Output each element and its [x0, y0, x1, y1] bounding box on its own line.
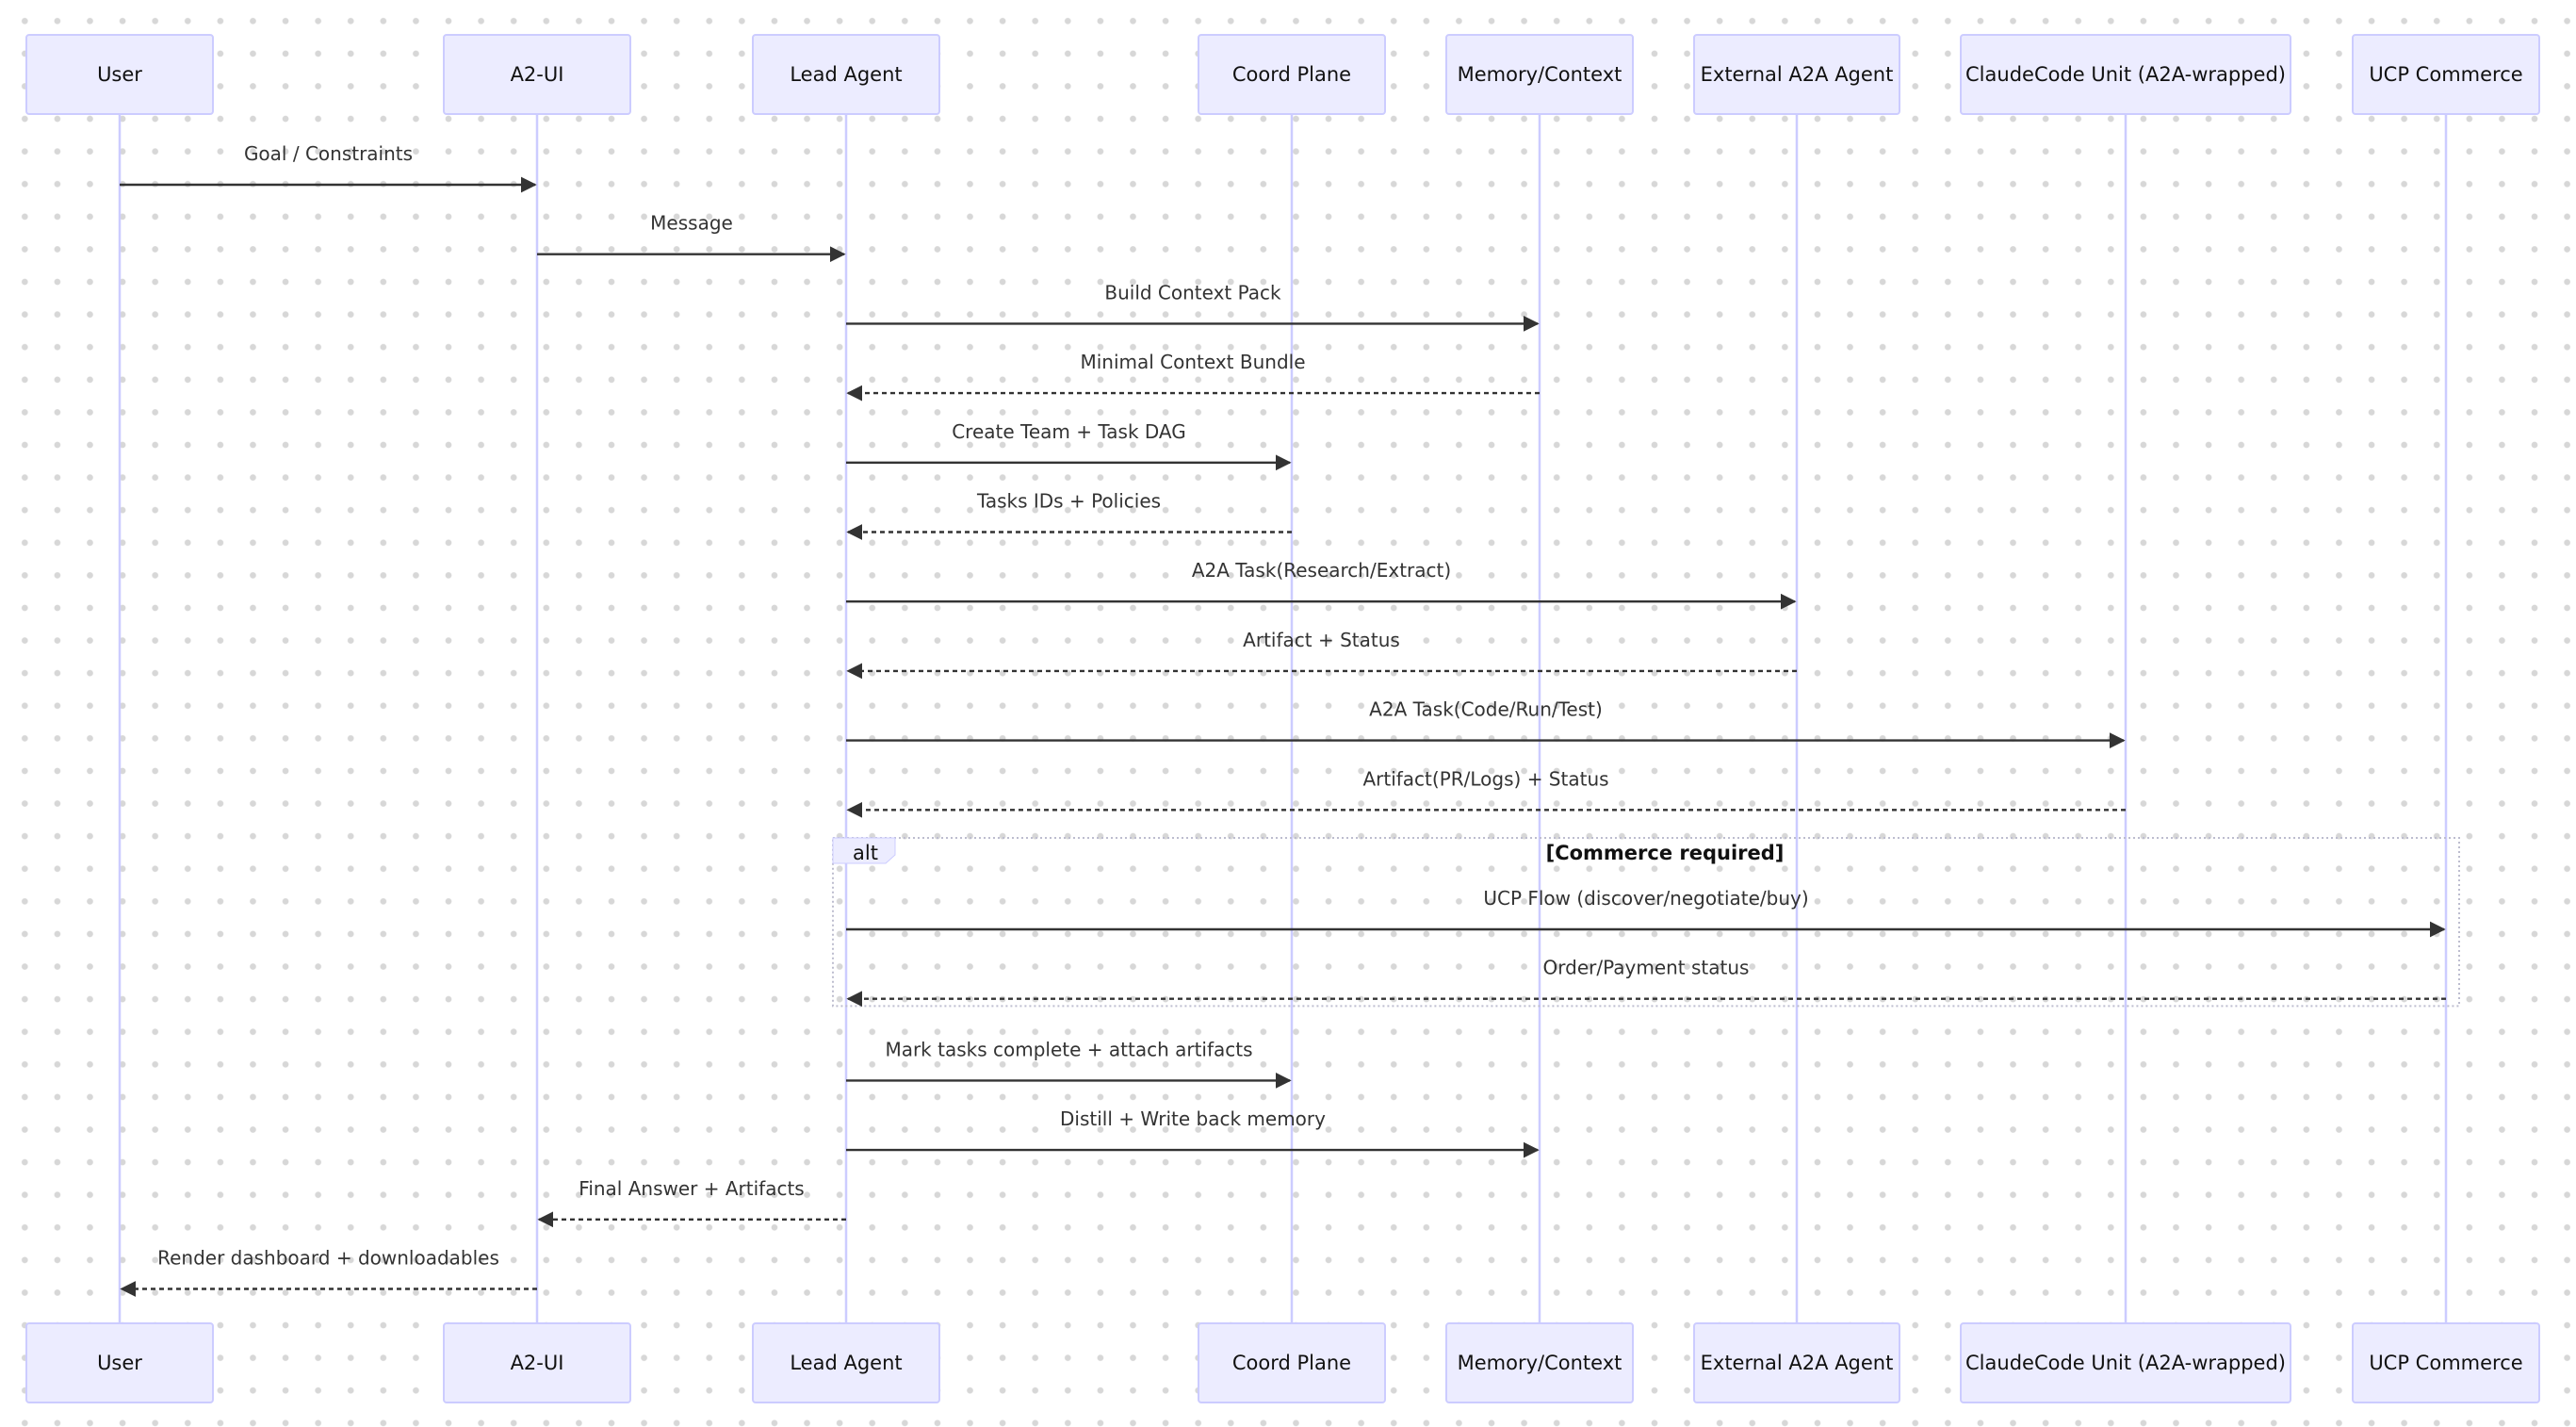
message-label: Mark tasks complete + attach artifacts	[885, 1038, 1252, 1060]
message-2: Build Context Pack	[846, 281, 1540, 332]
actor-box-ucp-top: UCP Commerce	[2352, 34, 2540, 115]
message-label: Goal / Constraints	[244, 142, 413, 165]
actor-label: Memory/Context	[1458, 1352, 1622, 1374]
actor-label: ClaudeCode Unit (A2A-wrapped)	[1965, 1352, 2286, 1374]
actor-label: A2-UI	[511, 63, 564, 86]
actor-box-lead-bottom: Lead Agent	[752, 1322, 940, 1403]
actor-label: User	[97, 63, 142, 86]
message-11: Order/Payment status	[846, 957, 2446, 1008]
message-12: Mark tasks complete + attach artifacts	[846, 1038, 1292, 1089]
message-label: A2A Task(Research/Extract)	[1192, 559, 1451, 582]
actor-label: A2-UI	[511, 1352, 564, 1374]
message-6: A2A Task(Research/Extract)	[846, 559, 1797, 610]
actor-box-claude-top: ClaudeCode Unit (A2A-wrapped)	[1960, 34, 2291, 115]
message-4: Create Team + Task DAG	[846, 420, 1292, 471]
message-9: Artifact(PR/Logs) + Status	[846, 767, 2126, 818]
message-label: Create Team + Task DAG	[952, 420, 1186, 443]
actor-box-user-top: User	[25, 34, 214, 115]
message-label: Artifact + Status	[1243, 629, 1400, 651]
actor-box-claude-bottom: ClaudeCode Unit (A2A-wrapped)	[1960, 1322, 2291, 1403]
message-1: Message	[537, 212, 846, 263]
alt-condition: [Commerce required]	[1546, 842, 1785, 864]
message-14: Final Answer + Artifacts	[537, 1177, 846, 1228]
actor-box-user-bottom: User	[25, 1322, 214, 1403]
message-label: Render dashboard + downloadables	[157, 1247, 499, 1270]
message-label: A2A Task(Code/Run/Test)	[1369, 698, 1603, 721]
actor-label: Coord Plane	[1232, 1352, 1351, 1374]
actor-label: Lead Agent	[790, 1352, 902, 1374]
message-0: Goal / Constraints	[120, 142, 537, 193]
actor-label: UCP Commerce	[2369, 63, 2522, 86]
actor-box-a2ui-bottom: A2-UI	[443, 1322, 631, 1403]
message-10: UCP Flow (discover/negotiate/buy)	[846, 887, 2446, 938]
actor-box-external-bottom: External A2A Agent	[1693, 1322, 1900, 1403]
actor-box-coord-bottom: Coord Plane	[1198, 1322, 1386, 1403]
alt-fragment: alt [Commerce required]	[832, 837, 2460, 1008]
message-label: Order/Payment status	[1543, 957, 1750, 979]
actor-label: External A2A Agent	[1701, 1352, 1894, 1374]
actor-box-a2ui-top: A2-UI	[443, 34, 631, 115]
actor-box-lead-top: Lead Agent	[752, 34, 940, 115]
actor-box-external-top: External A2A Agent	[1693, 34, 1900, 115]
actor-box-memory-top: Memory/Context	[1445, 34, 1634, 115]
message-label: Artifact(PR/Logs) + Status	[1362, 767, 1608, 790]
actor-label: Lead Agent	[790, 63, 902, 86]
actor-label: ClaudeCode Unit (A2A-wrapped)	[1965, 63, 2286, 86]
message-label: Message	[650, 212, 733, 235]
actor-box-coord-top: Coord Plane	[1198, 34, 1386, 115]
message-8: A2A Task(Code/Run/Test)	[846, 698, 2126, 748]
message-label: Minimal Context Bundle	[1080, 351, 1305, 373]
message-7: Artifact + Status	[846, 629, 1797, 680]
message-3: Minimal Context Bundle	[846, 351, 1540, 402]
actor-label: Coord Plane	[1232, 63, 1351, 86]
message-label: Tasks IDs + Policies	[976, 490, 1161, 513]
actor-box-ucp-bottom: UCP Commerce	[2352, 1322, 2540, 1403]
message-label: Distill + Write back memory	[1060, 1107, 1326, 1130]
alt-keyword: alt	[853, 842, 878, 864]
actor-label: Memory/Context	[1458, 63, 1622, 86]
message-label: Build Context Pack	[1104, 281, 1281, 303]
message-5: Tasks IDs + Policies	[846, 490, 1292, 540]
message-15: Render dashboard + downloadables	[120, 1247, 537, 1297]
actor-label: External A2A Agent	[1701, 63, 1894, 86]
message-label: Final Answer + Artifacts	[579, 1177, 804, 1200]
actor-label: UCP Commerce	[2369, 1352, 2522, 1374]
message-label: UCP Flow (discover/negotiate/buy)	[1483, 887, 1808, 910]
actor-label: User	[97, 1352, 142, 1374]
actor-box-memory-bottom: Memory/Context	[1445, 1322, 1634, 1403]
message-13: Distill + Write back memory	[846, 1107, 1540, 1158]
